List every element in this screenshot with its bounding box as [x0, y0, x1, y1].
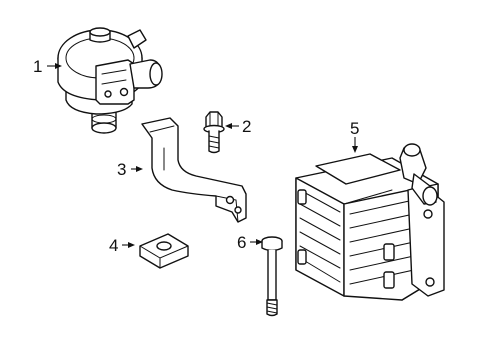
long-bolt-illustration [261, 236, 283, 317]
leader-arrow-2 [225, 123, 232, 129]
leader-arrow-6 [256, 239, 263, 245]
leader-arrow-3 [136, 166, 143, 172]
callout-1: 1 [33, 57, 42, 76]
callout-5: 5 [350, 119, 359, 138]
leader-arrow-4 [128, 242, 135, 248]
leader-arrow-5 [352, 146, 358, 153]
water-pump-illustration [57, 27, 163, 134]
bolt-illustration [203, 111, 225, 154]
callout-2: 2 [242, 117, 251, 136]
callout-6: 6 [237, 233, 246, 252]
leader-arrow-1 [55, 63, 62, 69]
callout-4: 4 [109, 236, 118, 255]
clip-nut-illustration [139, 233, 189, 269]
bracket-illustration [141, 117, 247, 223]
oil-cooler-illustration [295, 143, 445, 301]
callout-3: 3 [117, 160, 126, 179]
